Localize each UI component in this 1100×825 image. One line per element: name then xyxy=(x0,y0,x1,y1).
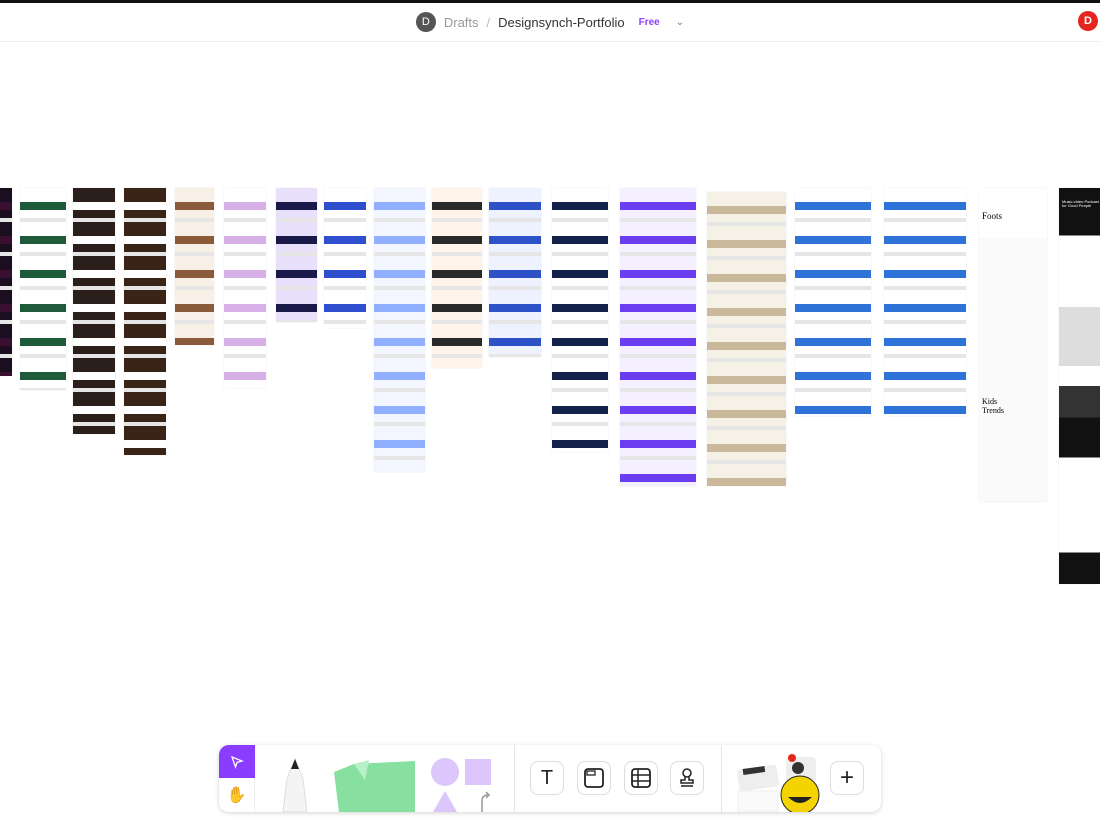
toolbar-divider xyxy=(514,745,515,812)
thumbnail-headline: Music-video Podcast for Good People xyxy=(1062,199,1099,209)
chevron-down-icon[interactable]: ⌄ xyxy=(675,16,685,28)
design-thumbnail[interactable]: Music-video Podcast for Good People xyxy=(1059,188,1100,584)
design-thumbnail[interactable] xyxy=(552,188,608,452)
design-thumbnail[interactable] xyxy=(489,188,541,357)
design-thumbnail[interactable] xyxy=(0,188,12,376)
window-top-border xyxy=(0,0,1100,3)
design-thumbnail[interactable] xyxy=(224,188,266,388)
breadcrumb-drafts[interactable]: Drafts xyxy=(443,14,479,30)
sticky-note-tool-button[interactable] xyxy=(329,758,419,812)
design-thumbnail[interactable]: Foots Kids Trends xyxy=(979,188,1047,502)
section-tool-button[interactable] xyxy=(577,761,611,795)
move-tool-button[interactable] xyxy=(219,745,255,778)
widgets-button[interactable] xyxy=(734,753,824,812)
stamp-icon xyxy=(680,768,694,787)
breadcrumb-separator: / xyxy=(486,14,491,30)
design-thumbnail[interactable] xyxy=(884,188,966,416)
table-icon xyxy=(631,768,651,788)
design-thumbnail[interactable] xyxy=(124,188,166,455)
pen-tool-button[interactable] xyxy=(277,757,313,812)
text-icon: T xyxy=(540,766,554,789)
section-icon xyxy=(584,768,604,788)
plus-icon: + xyxy=(839,764,854,791)
hand-tool-button[interactable]: ✋ xyxy=(219,778,255,812)
text-tool-button[interactable]: T xyxy=(530,761,564,795)
design-thumbnail[interactable] xyxy=(374,188,425,472)
design-thumbnail[interactable] xyxy=(620,188,696,486)
team-avatar[interactable]: D xyxy=(415,12,436,32)
toolbar-divider xyxy=(721,745,722,812)
plan-badge[interactable]: Free xyxy=(638,16,660,28)
design-thumbnail[interactable] xyxy=(73,188,115,434)
file-header: D Drafts / Designsynch-Portfolio Free ⌄ xyxy=(0,3,1100,42)
design-thumbnail[interactable] xyxy=(432,188,482,368)
design-thumbnail[interactable] xyxy=(795,188,871,416)
hand-icon: ✋ xyxy=(226,787,247,804)
stamp-tool-button[interactable] xyxy=(670,761,704,795)
design-thumbnail[interactable] xyxy=(276,188,317,322)
shapes-tool-button[interactable] xyxy=(429,757,494,812)
bottom-toolbar: ✋ T + xyxy=(219,745,881,812)
design-thumbnail[interactable] xyxy=(20,188,66,390)
thumbnail-headline: Kids Trends xyxy=(982,397,1004,415)
table-tool-button[interactable] xyxy=(624,761,658,795)
add-button[interactable]: + xyxy=(830,761,864,795)
file-name[interactable]: Designsynch-Portfolio xyxy=(498,14,625,30)
user-avatar[interactable]: D xyxy=(1078,11,1098,31)
design-thumbnail[interactable] xyxy=(707,192,786,486)
board-canvas[interactable]: Foots Kids Trends Music-video Podcast fo… xyxy=(0,43,1100,825)
thumbnail-headline: Foots xyxy=(982,211,1003,221)
cursor-icon xyxy=(230,755,244,769)
design-thumbnail[interactable] xyxy=(175,188,214,345)
design-thumbnail[interactable] xyxy=(324,188,366,328)
